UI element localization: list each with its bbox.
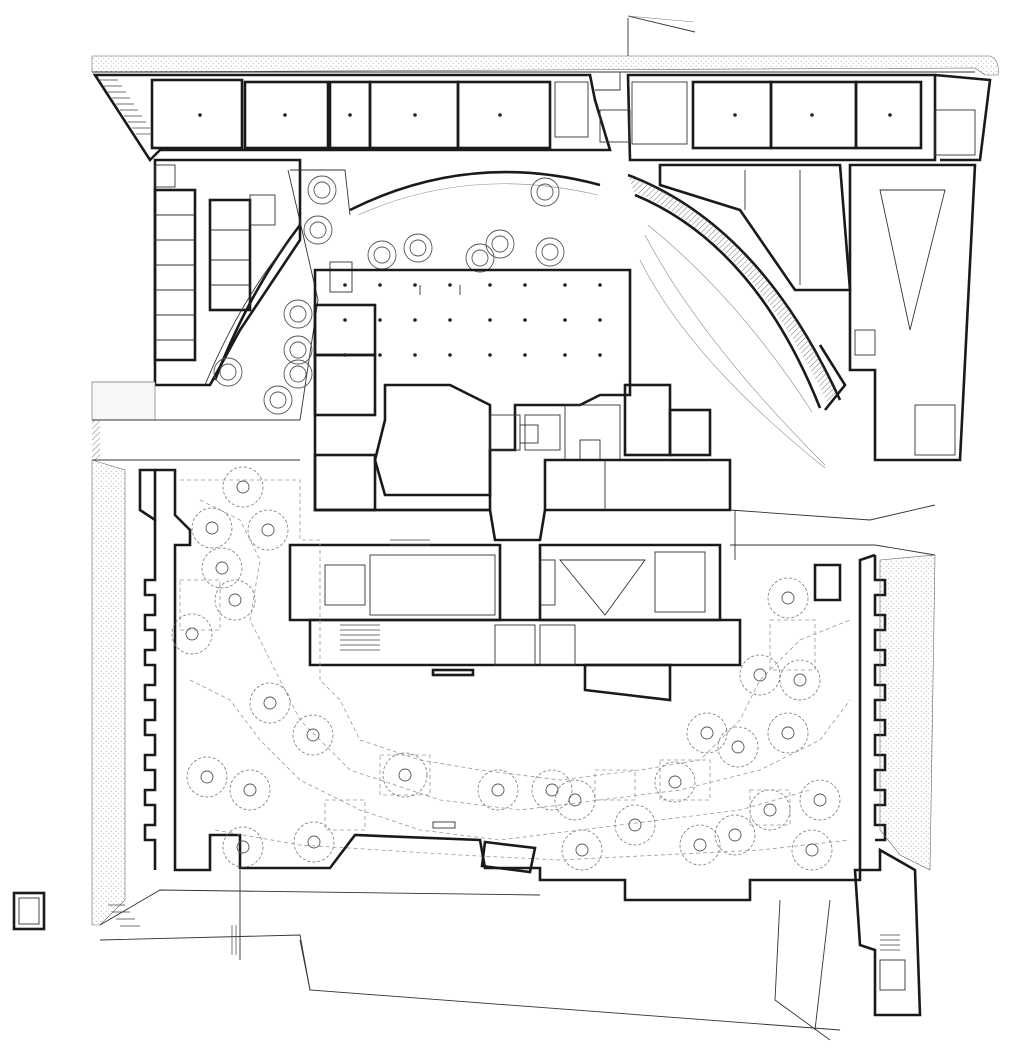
column-dot — [488, 318, 492, 322]
column-dot — [448, 318, 452, 322]
column-dot — [378, 353, 382, 357]
column-dot — [343, 283, 347, 287]
central-block — [288, 268, 742, 702]
column-dot — [598, 353, 602, 357]
column-dot — [598, 283, 602, 287]
west-entrance — [91, 381, 936, 556]
column-dot — [413, 318, 417, 322]
column-dot — [563, 353, 567, 357]
north-pavement-band — [91, 15, 999, 76]
column-dot — [413, 353, 417, 357]
column-dot — [448, 283, 452, 287]
column-dot — [563, 283, 567, 287]
column-dot — [523, 283, 527, 287]
column-dot — [523, 318, 527, 322]
column-dot — [523, 353, 527, 357]
column-dot — [378, 318, 382, 322]
column-dot — [733, 113, 737, 117]
court-trees — [213, 175, 565, 415]
column-dot — [498, 113, 502, 117]
column-dot — [343, 353, 347, 357]
east-curved-wing — [627, 163, 977, 469]
north-wing — [92, 71, 992, 163]
column-dot — [488, 353, 492, 357]
column-dot — [198, 113, 202, 117]
kiosk — [12, 891, 46, 931]
courtyard-trees — [171, 466, 841, 871]
column-dot — [343, 318, 347, 322]
column-dot — [888, 113, 892, 117]
north-court-arc — [213, 169, 601, 421]
column-dot — [283, 113, 287, 117]
column-dot — [413, 283, 417, 287]
west-wing — [153, 158, 302, 387]
column-dot — [348, 113, 352, 117]
column-dot — [448, 353, 452, 357]
column-dot — [598, 318, 602, 322]
column-dot — [488, 283, 492, 287]
column-dot — [413, 113, 417, 117]
south-courtyard — [138, 468, 887, 902]
column-dot — [810, 113, 814, 117]
column-dot — [563, 318, 567, 322]
site-edges — [12, 459, 936, 1041]
structural-columns — [198, 113, 892, 357]
column-dot — [378, 283, 382, 287]
